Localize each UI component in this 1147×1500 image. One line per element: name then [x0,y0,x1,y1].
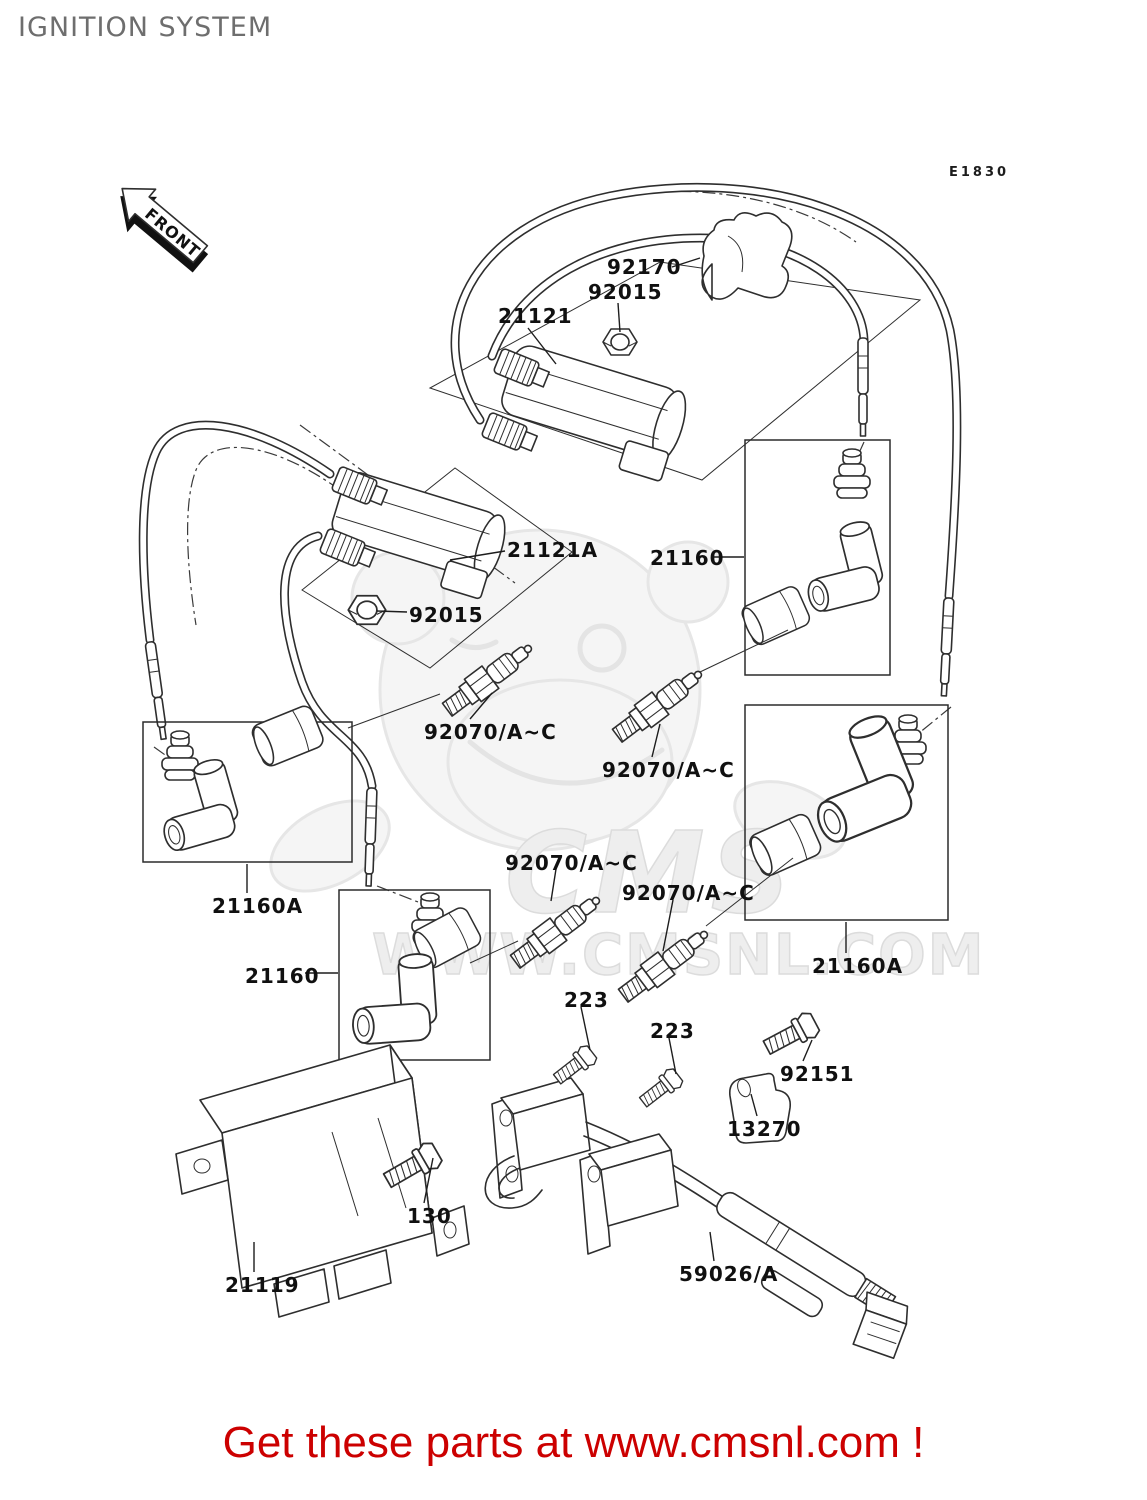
part-label-21121[interactable]: 21121 [498,304,573,328]
part-label-92070-3[interactable]: 92070/A~C [505,851,638,875]
part-label-92070-1[interactable]: 92070/A~C [424,720,557,744]
part-label-92070-2[interactable]: 92070/A~C [602,758,735,782]
plug-cap-kit-21160-right [737,439,891,676]
part-label-130[interactable]: 130 [407,1204,452,1228]
part-label-21160A-left[interactable]: 21160A [212,894,304,918]
nut-92015-lower [347,594,387,626]
plug-cap-kit-21160A-left [142,702,353,863]
part-label-21160-lower[interactable]: 21160 [245,964,320,988]
part-label-21160-right[interactable]: 21160 [650,546,725,570]
part-label-223-2[interactable]: 223 [650,1019,695,1043]
page-title: IGNITION SYSTEM [18,12,273,43]
pickup-coil-assy-59026A [484,1077,909,1360]
part-label-92015-top[interactable]: 92015 [588,280,663,304]
nut-92015-top [602,328,638,356]
wire-terminal [938,596,955,697]
diagram-code: E1830 [949,165,1010,180]
wire-clamp-92170 [701,212,793,301]
wire-terminal [857,337,869,437]
label-leader-lines [246,257,847,1272]
bracket-13270 [728,1072,792,1144]
part-label-92070-4[interactable]: 92070/A~C [622,881,755,905]
spark-plug-wires [138,182,962,887]
screw-223 [635,1065,686,1112]
part-label-59026A[interactable]: 59026/A [679,1262,779,1286]
part-label-13270[interactable]: 13270 [727,1117,802,1141]
plug-cap-kit-21160-lower [338,889,491,1061]
part-label-21121A[interactable]: 21121A [507,538,599,562]
part-label-223-1[interactable]: 223 [564,988,609,1012]
watermark-brand-text: CMS [505,809,797,939]
bolt-92151 [759,1009,823,1061]
cdi-unit-21119 [175,1044,470,1318]
part-label-92151[interactable]: 92151 [780,1062,855,1086]
footer-cta-link[interactable]: Get these parts at www.cmsnl.com ! [222,1418,925,1467]
part-label-21160A-right[interactable]: 21160A [812,954,904,978]
part-label-21119[interactable]: 21119 [225,1273,300,1297]
front-direction-arrow: FRONT [120,187,209,273]
part-label-92015-lower[interactable]: 92015 [409,603,484,627]
component-connectors [347,629,794,964]
wire-terminal [144,640,170,741]
part-label-92170[interactable]: 92170 [607,255,682,279]
plug-cap-kit-21160A-right [744,704,949,921]
